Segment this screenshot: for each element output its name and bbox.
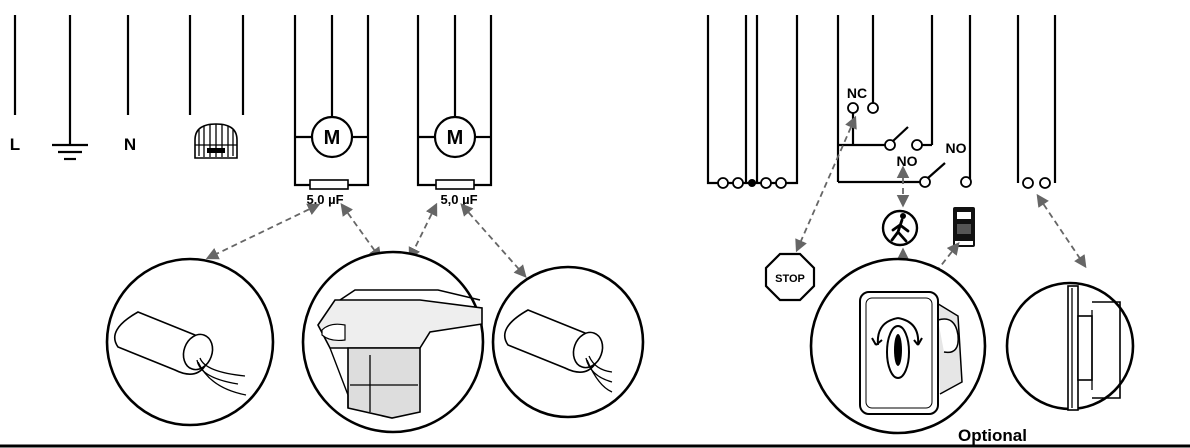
- flashing-lamp-icon: [194, 123, 238, 159]
- left-connection-arrows: [205, 202, 527, 278]
- ground-icon: [52, 143, 88, 161]
- pedestrian-icon: [881, 209, 919, 247]
- terminal-block-2: [1016, 15, 1057, 189]
- nc-label: NC: [847, 85, 867, 101]
- capacitor-icon: [309, 179, 349, 190]
- switch-block: NC NO NO: [836, 15, 972, 188]
- motor-icon: M: [433, 115, 477, 159]
- motor-detail: [301, 250, 485, 434]
- capacitor-icon: [113, 311, 247, 396]
- optional-label: Optional: [958, 426, 1027, 445]
- power-terminals: L N: [10, 15, 245, 161]
- line-label: L: [10, 135, 20, 154]
- stop-label: STOP: [775, 273, 805, 285]
- capacitor-left-label: 5,0 µF: [306, 192, 343, 207]
- motor-icon: M: [310, 115, 354, 159]
- motor-right-label: M: [447, 127, 464, 149]
- capacitor-right-label: 5,0 µF: [440, 192, 477, 207]
- motor-right-circuit: M 5,0 µF: [416, 15, 493, 207]
- key-switch-detail: [809, 257, 987, 435]
- photocell-icon: [1067, 285, 1121, 411]
- neutral-label: N: [124, 135, 136, 154]
- stop-sign-icon: STOP: [764, 252, 816, 302]
- capacitor-icon: [503, 309, 613, 393]
- capacitor-detail-left: [105, 257, 275, 427]
- photocell-detail: [1005, 281, 1135, 411]
- capacitor-icon: [435, 179, 475, 190]
- no-label-2: NO: [946, 140, 967, 156]
- motor-left-label: M: [324, 127, 341, 149]
- capacitor-detail-right: [491, 265, 645, 419]
- remote-control-icon: [953, 207, 975, 247]
- key-switch-icon: [859, 291, 963, 415]
- no-label-1: NO: [897, 153, 918, 169]
- right-connection-arrows: [795, 115, 1087, 285]
- motor-left-circuit: M 5,0 µF: [293, 15, 370, 207]
- motor-icon: [317, 289, 483, 419]
- terminal-block-4: [706, 15, 799, 189]
